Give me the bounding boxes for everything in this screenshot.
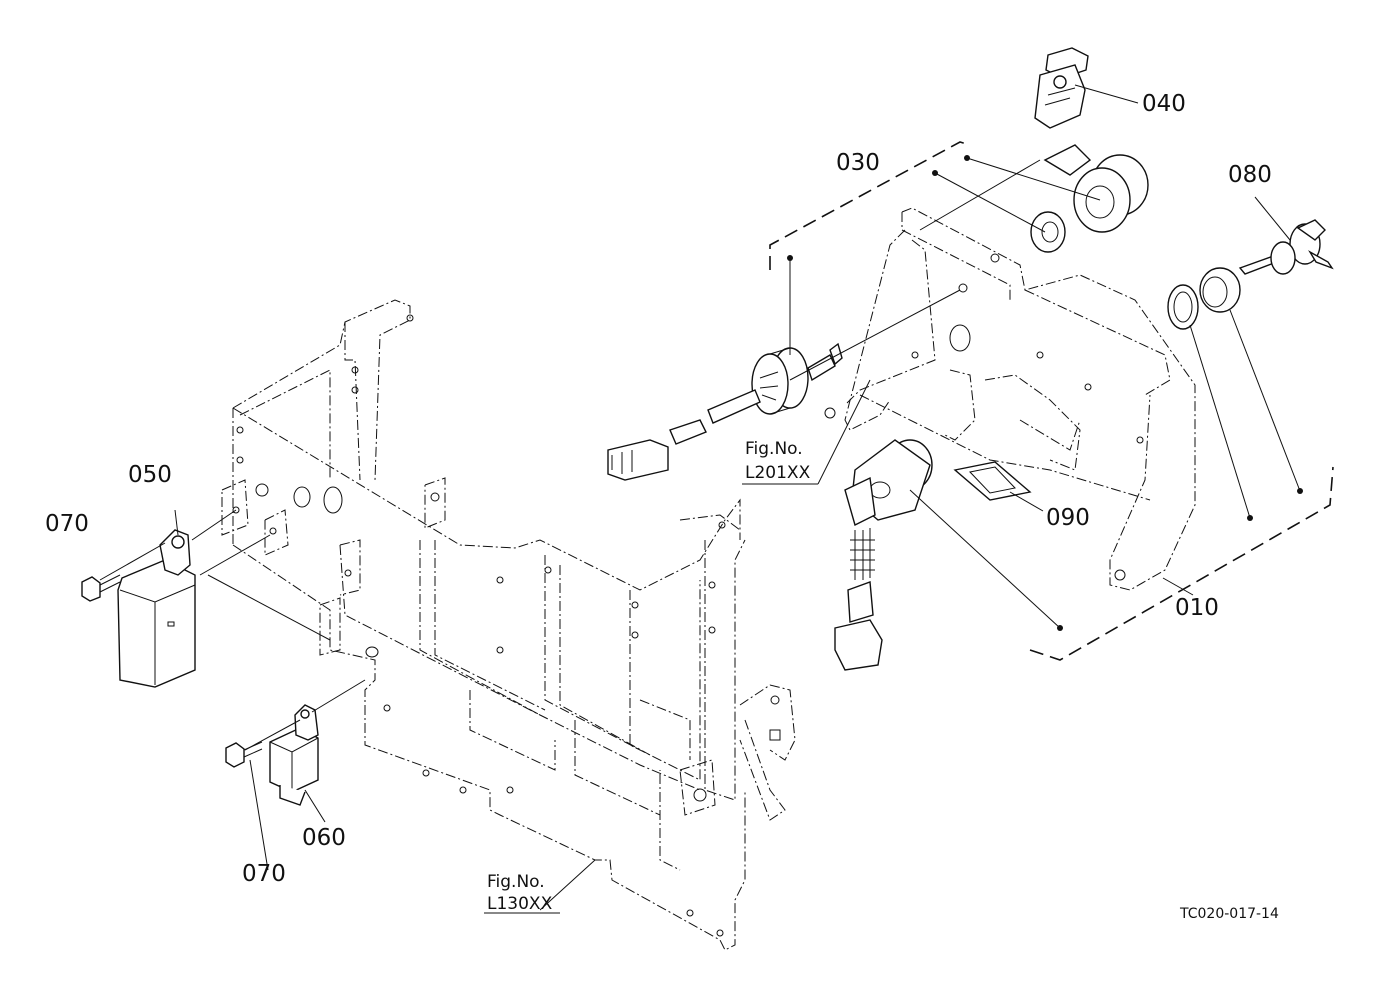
ref-l130xx-line1: Fig.No.	[487, 872, 545, 892]
drawing-code: TC020-017-14	[1179, 906, 1279, 922]
label-070-upper: 070	[45, 511, 89, 537]
group-outline-030	[769, 141, 971, 270]
label-060: 060	[302, 825, 346, 851]
frame-assembly	[221, 299, 796, 951]
label-090: 090	[1046, 505, 1090, 531]
label-080: 080	[1228, 162, 1272, 188]
ref-box-l201xx: Fig.No. L201XX	[742, 439, 818, 485]
part-080-keys	[1238, 219, 1334, 275]
part-070-bolt-upper	[81, 574, 121, 602]
part-labels: 040 030 080 050 070 090 010 060 070	[45, 91, 1272, 887]
label-040: 040	[1142, 91, 1186, 117]
part-040-lamp	[1034, 47, 1089, 129]
label-030: 030	[836, 150, 880, 176]
part-090-plate	[953, 461, 1032, 501]
ref-box-l130xx: Fig.No. L130XX	[484, 872, 560, 914]
ref-l201xx-line2: L201XX	[745, 463, 811, 483]
label-050: 050	[128, 462, 172, 488]
part-ignition-switch	[834, 439, 933, 671]
part-050-relay-unit	[117, 529, 196, 688]
panel-assembly	[824, 207, 1196, 591]
ref-l201xx-line1: Fig.No.	[745, 439, 803, 459]
part-060-relay	[269, 704, 319, 806]
group-outline-010	[1029, 466, 1334, 661]
knob-body	[1030, 144, 1149, 253]
part-070-bolt-lower	[225, 741, 263, 768]
part-ring-washer	[1167, 267, 1241, 330]
label-070-lower: 070	[242, 861, 286, 887]
ref-l130xx-line2: L130XX	[487, 894, 553, 914]
part-030-rotary-switch	[607, 342, 843, 481]
leader-lines	[99, 84, 1303, 911]
label-010: 010	[1175, 595, 1219, 621]
